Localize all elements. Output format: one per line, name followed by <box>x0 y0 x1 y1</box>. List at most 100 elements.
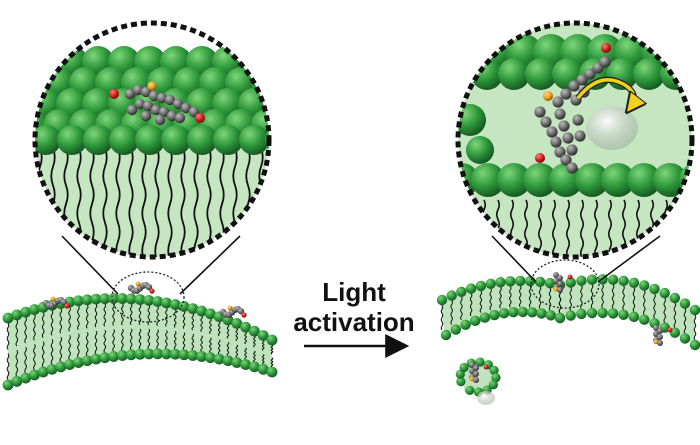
lipid-head <box>455 369 465 379</box>
lipid-tail <box>469 293 473 317</box>
lipid-tail <box>15 349 19 377</box>
zoom-molecule-atom <box>562 132 574 144</box>
lipid-tail <box>138 328 142 350</box>
lipid-tail <box>85 331 89 357</box>
zoom-lipid-head <box>653 163 687 197</box>
oxygen-atom <box>149 288 155 294</box>
lipid-head <box>554 312 566 324</box>
lipid-head <box>485 278 496 289</box>
lipid-head <box>576 275 587 286</box>
lipid-head <box>465 385 475 395</box>
zoom-lipid-head <box>213 125 243 155</box>
lipid-head <box>213 353 225 365</box>
lipid-tail <box>489 288 492 311</box>
lipid-tail <box>94 303 98 328</box>
zoom-lipid-tail <box>579 199 585 257</box>
lipid-tail <box>244 331 247 345</box>
lipid-head <box>470 315 481 327</box>
zoom-line-before-right <box>179 235 241 295</box>
lipid-tail <box>518 285 522 308</box>
zoom-oxygen-atom <box>195 113 205 123</box>
lipid-tail <box>479 290 483 313</box>
lipid-head <box>90 293 102 305</box>
zoom-molecule-atom <box>164 94 176 106</box>
lipid-tail <box>217 321 221 337</box>
lipid-head <box>178 349 190 361</box>
zoom-molecule-atom <box>124 88 136 100</box>
lipid-tail <box>509 285 512 308</box>
lipid-head <box>659 287 670 299</box>
lipid-tail <box>558 289 562 314</box>
lipid-tail <box>270 344 274 355</box>
lipid-head <box>618 309 629 321</box>
lipid-tail <box>632 287 636 313</box>
lipid-head <box>440 329 452 341</box>
magnifier-circle-after-icon <box>455 20 695 260</box>
zoom-molecule-atom <box>554 146 566 158</box>
lipid-heads-after-top <box>436 274 700 316</box>
lipid-tail <box>173 331 177 350</box>
lipid-head <box>459 362 469 373</box>
molecule-atom <box>60 298 68 306</box>
zoom-molecule-atom <box>560 154 572 166</box>
zoom-line-after-left <box>491 235 537 283</box>
zoom-lipid-tail <box>193 147 199 257</box>
lipid-head <box>498 308 510 319</box>
lipid-head <box>505 276 516 287</box>
lipid-head <box>231 318 243 329</box>
zoom-molecule-atom <box>540 116 552 128</box>
lipid-tail <box>663 297 666 323</box>
lipid-tail <box>209 318 212 335</box>
lipid-tail <box>226 324 230 339</box>
zoom-oxygen-atom <box>109 89 119 99</box>
zoom-line-before-left <box>61 235 119 295</box>
zoom-molecule-atom <box>558 120 570 132</box>
lipid-tail <box>112 329 115 352</box>
lipid-head <box>576 308 587 320</box>
sulfur-atom <box>135 281 141 287</box>
lipid-head <box>169 299 181 310</box>
lipid-head <box>20 372 31 384</box>
zoom-molecule-atom <box>156 92 168 104</box>
zoom-lipid-head <box>575 163 609 197</box>
lipid-head <box>134 294 146 305</box>
lipid-head <box>222 355 234 367</box>
label-light: Light <box>322 277 386 307</box>
lipid-tail <box>59 336 63 363</box>
zoom-lipid-head <box>523 163 557 197</box>
zoom-lipid-tail <box>115 147 121 257</box>
zoom-region-before <box>111 271 185 323</box>
zoom-molecule-atom <box>132 84 144 96</box>
oxygen-atom <box>241 312 247 318</box>
zoom-lipid-tail <box>607 199 613 257</box>
zoom-lipid-head <box>471 163 505 197</box>
lipid-head <box>489 309 500 321</box>
lipid-head <box>81 294 93 306</box>
lipid-tail <box>24 316 27 344</box>
lipid-head <box>689 304 700 316</box>
lipid-head <box>534 276 546 288</box>
lipid-head <box>544 277 556 289</box>
lipid-head <box>527 307 538 318</box>
lipid-head <box>240 359 252 370</box>
zoom-lipid-head <box>264 46 269 78</box>
zoom-lipid-tail <box>102 147 108 257</box>
zoom-molecule-atom <box>566 162 578 174</box>
lipid-tail <box>147 328 151 350</box>
lipid-head <box>205 352 216 364</box>
lipid-head <box>240 321 252 333</box>
lipid-tail <box>59 308 63 334</box>
zoom-molecule-atom <box>572 114 584 126</box>
lipid-head <box>689 339 700 351</box>
zoom-molecule-atom <box>154 114 166 126</box>
zoom-region-after <box>530 259 600 309</box>
lipid-head <box>565 277 576 288</box>
lipid-head <box>515 275 526 287</box>
lipid-tail <box>121 328 124 351</box>
lipid-head <box>679 333 691 344</box>
zoom-molecule-atom <box>534 106 546 118</box>
lipid-tail <box>33 343 36 371</box>
zoom-molecule-atom <box>180 102 192 114</box>
zoom-molecule-atom <box>576 74 588 86</box>
ghost-molecule-position <box>477 391 495 405</box>
